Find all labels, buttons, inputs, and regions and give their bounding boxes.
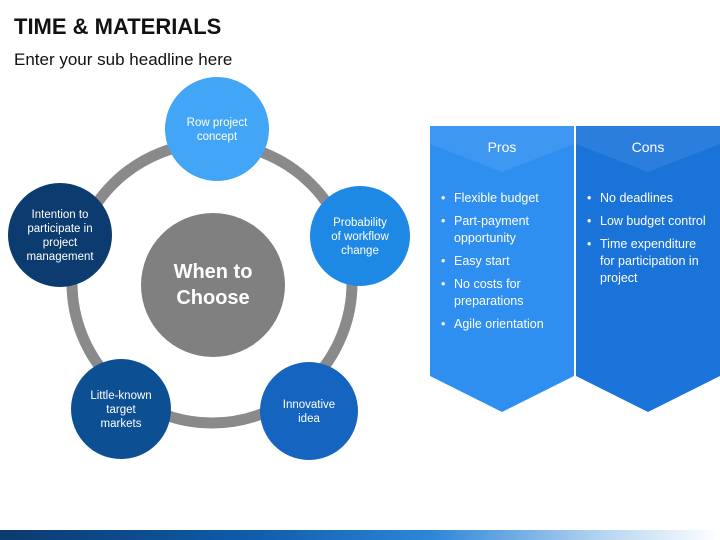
cons-item: Low budget control xyxy=(587,213,712,230)
center-label-line-1: When to xyxy=(174,261,253,283)
node-row-project-concept xyxy=(165,77,269,181)
cons-panel: Cons No deadlines Low budget control Tim… xyxy=(576,126,720,412)
pros-item: Part-payment opportunity xyxy=(441,213,566,247)
page-subtitle: Enter your sub headline here xyxy=(14,50,233,69)
page-title: TIME & MATERIALS xyxy=(14,14,222,39)
node-label-intention-to-participate: participate in xyxy=(27,223,92,235)
node-label-probability-of-workflow-change: change xyxy=(341,245,379,257)
node-label-probability-of-workflow-change: of workflow xyxy=(331,231,389,243)
node-label-intention-to-participate: project xyxy=(43,237,78,249)
node-label-little-known-target-markets: target xyxy=(106,404,136,416)
node-probability-of-workflow-change xyxy=(310,186,410,286)
pros-item: Agile orientation xyxy=(441,316,566,333)
cycle-diagram: When to Choose Row project conceptProbabi… xyxy=(8,77,410,460)
pros-title: Pros xyxy=(487,139,517,155)
pros-panel: Pros Flexible budget Part-payment opport… xyxy=(430,126,574,412)
center-circle xyxy=(141,213,285,357)
pros-item: Flexible budget xyxy=(441,190,566,207)
node-label-probability-of-workflow-change: Probability xyxy=(333,217,387,229)
cons-title: Cons xyxy=(631,139,665,155)
node-label-row-project-concept: Row project xyxy=(187,117,249,129)
node-label-innovative-idea: idea xyxy=(298,413,320,425)
pros-item: Easy start xyxy=(441,253,566,270)
cons-item: Time expenditure for participation in pr… xyxy=(587,236,712,287)
pros-list: Flexible budget Part-payment opportunity… xyxy=(430,190,574,339)
node-label-intention-to-participate: management xyxy=(26,251,94,263)
node-label-intention-to-participate: Intention to xyxy=(32,209,89,221)
cons-list: No deadlines Low budget control Time exp… xyxy=(576,190,720,293)
node-intention-to-participate xyxy=(8,183,112,287)
node-label-innovative-idea: Innovative xyxy=(283,399,335,411)
center-label-line-2: Choose xyxy=(176,287,249,309)
pros-item: No costs for preparations xyxy=(441,276,566,310)
node-label-little-known-target-markets: markets xyxy=(101,418,142,430)
node-label-little-known-target-markets: Little-known xyxy=(90,390,151,402)
bottom-accent-bar xyxy=(0,530,720,540)
node-innovative-idea xyxy=(260,362,358,460)
cons-item: No deadlines xyxy=(587,190,712,207)
node-label-row-project-concept: concept xyxy=(197,131,238,143)
node-little-known-target-markets xyxy=(71,359,171,459)
